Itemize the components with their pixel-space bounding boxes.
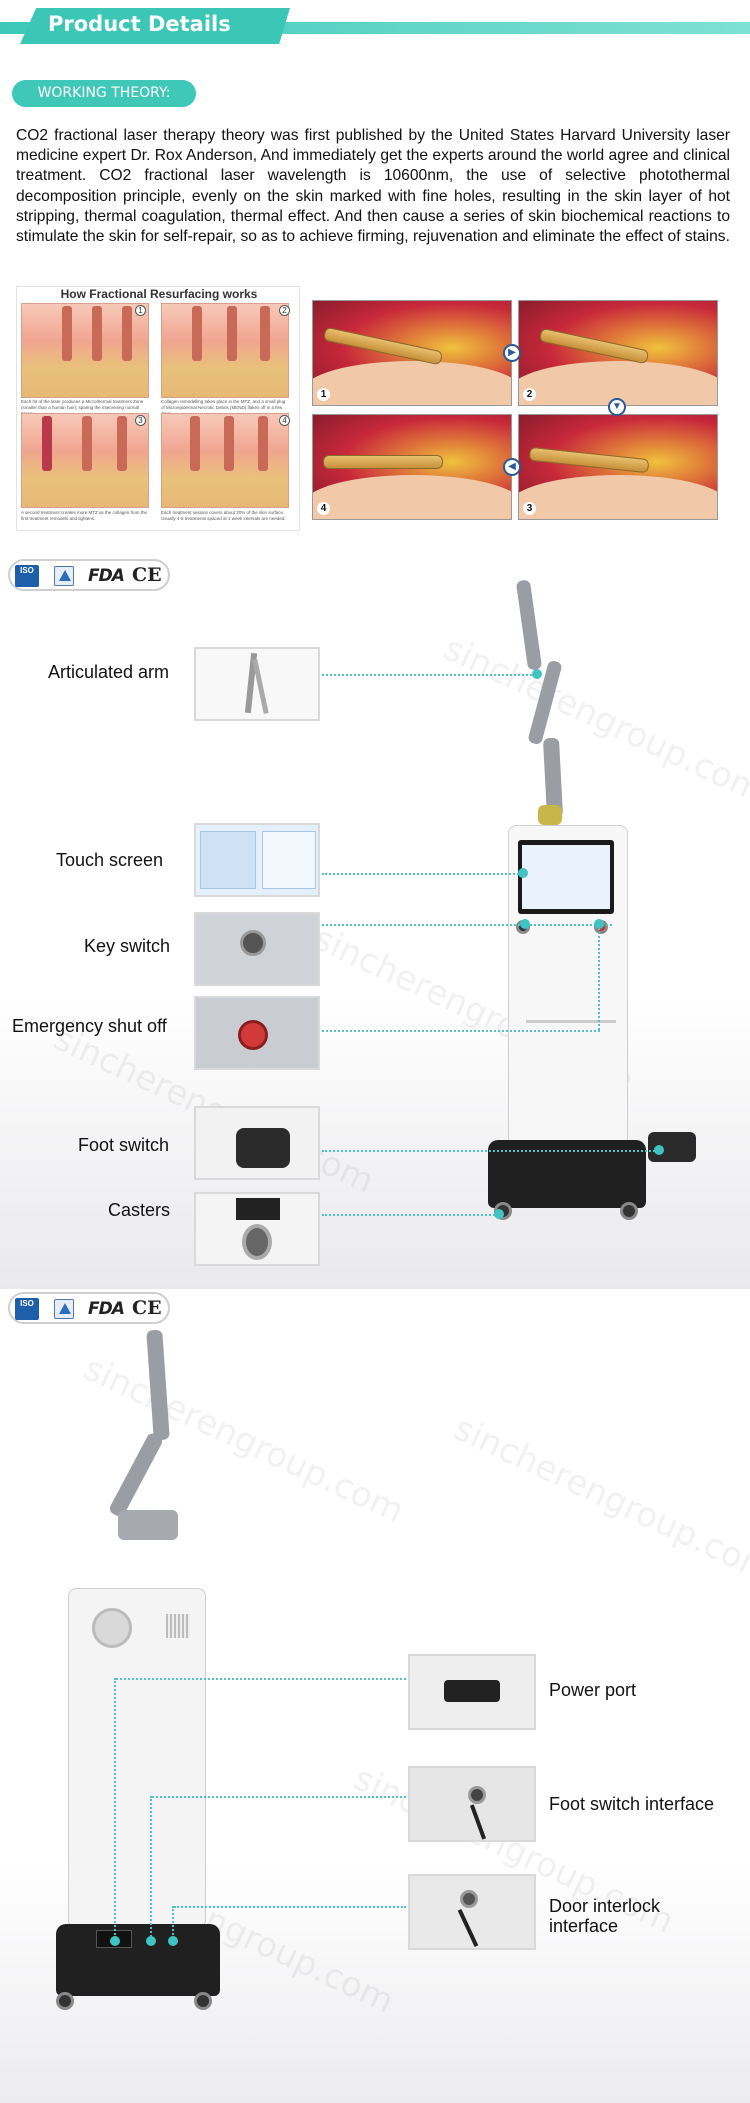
door-interlock-interface-thumbnail bbox=[408, 1874, 536, 1950]
skin-layer-step-3 bbox=[21, 413, 149, 508]
arrow-left-icon: ◀ bbox=[503, 458, 521, 476]
callout-point bbox=[146, 1936, 156, 1946]
panel-number: 1 bbox=[317, 388, 330, 401]
skin-layer-step-2 bbox=[161, 303, 289, 398]
callout-line bbox=[322, 924, 612, 926]
fda-logo: FDA bbox=[88, 1299, 125, 1319]
caster-wheel bbox=[56, 1992, 74, 2010]
warning-mark-icon bbox=[54, 1299, 74, 1319]
callout-point bbox=[532, 669, 542, 679]
procedure-panel: 2 bbox=[518, 300, 718, 406]
working-theory-text: CO2 fractional laser therapy theory was … bbox=[16, 127, 730, 246]
callout-point bbox=[168, 1936, 178, 1946]
callout-line bbox=[114, 1678, 116, 1938]
warning-mark-icon bbox=[54, 566, 74, 586]
key-switch-thumbnail bbox=[194, 912, 320, 986]
caster-wheel bbox=[620, 1202, 638, 1220]
panel-seam bbox=[526, 1020, 616, 1023]
foot-switch-thumbnail bbox=[194, 1106, 320, 1180]
callout-line bbox=[322, 1030, 600, 1032]
callout-point bbox=[110, 1936, 120, 1946]
step-number: 1 bbox=[135, 305, 146, 316]
callout-line bbox=[322, 1214, 498, 1216]
ce-mark: CE bbox=[132, 564, 162, 586]
callout-point bbox=[494, 1209, 504, 1219]
skin-layer-step-4 bbox=[161, 413, 289, 508]
step-caption: Each treatment session covers about 20% … bbox=[161, 510, 286, 521]
arrow-right-icon: ▶ bbox=[503, 344, 521, 362]
step-number: 2 bbox=[279, 305, 290, 316]
skin-layer-step-1 bbox=[21, 303, 149, 398]
part-label-foot-switch-interface: Foot switch interface bbox=[549, 1794, 715, 1814]
power-port-thumbnail bbox=[408, 1654, 536, 1730]
iso-badge-icon: ISO bbox=[15, 1298, 39, 1320]
screen-ui bbox=[522, 845, 610, 909]
part-label-power-port: Power port bbox=[549, 1680, 637, 1700]
procedure-panel: 1 bbox=[312, 300, 512, 406]
step-number: 4 bbox=[279, 415, 290, 426]
callout-line bbox=[174, 1906, 406, 1908]
arrow-down-icon: ▼ bbox=[608, 398, 626, 416]
procedure-panel: 3 bbox=[518, 414, 718, 520]
fda-logo: FDA bbox=[88, 566, 125, 586]
certification-badges: ISO FDA CE bbox=[8, 1292, 170, 1324]
part-label-emergency-shut-off: Emergency shut off bbox=[12, 1016, 167, 1036]
callout-line bbox=[116, 1678, 406, 1680]
procedure-panel: 4 bbox=[312, 414, 512, 520]
callout-line bbox=[322, 1150, 658, 1152]
ce-mark: CE bbox=[132, 1297, 162, 1319]
callout-line bbox=[322, 674, 536, 676]
fractional-resurfacing-diagram: How Fractional Resurfacing works 1 Each … bbox=[16, 286, 300, 531]
part-label-key-switch: Key switch bbox=[84, 936, 171, 956]
articulated-arm-thumbnail bbox=[194, 647, 320, 721]
emergency-shut-off-thumbnail bbox=[194, 996, 320, 1070]
page-title: Product Details bbox=[48, 12, 231, 36]
callout-line bbox=[150, 1796, 152, 1940]
panel-number: 2 bbox=[523, 388, 536, 401]
panel-number: 4 bbox=[317, 502, 330, 515]
callout-point bbox=[654, 1145, 664, 1155]
certification-badges: ISO FDA CE bbox=[8, 559, 170, 591]
callout-line bbox=[598, 924, 600, 1030]
machine-base bbox=[56, 1924, 220, 1996]
part-label-door-interlock-interface: Door interlock interface bbox=[549, 1896, 661, 1936]
caster-wheel bbox=[194, 1992, 212, 2010]
part-label-touch-screen: Touch screen bbox=[56, 850, 164, 870]
working-theory-badge: WORKING THEORY: bbox=[12, 80, 196, 107]
vent-grille bbox=[166, 1614, 190, 1638]
step-number: 3 bbox=[135, 415, 146, 426]
iso-badge-icon: ISO bbox=[15, 565, 39, 587]
fan-vent bbox=[92, 1608, 132, 1648]
callout-line bbox=[322, 873, 522, 875]
machine-back-body bbox=[68, 1588, 206, 1928]
casters-thumbnail bbox=[194, 1192, 320, 1266]
part-label-casters: Casters bbox=[108, 1200, 171, 1220]
arm-joint bbox=[538, 805, 562, 825]
callout-line bbox=[172, 1906, 174, 1942]
treatment-procedure-illustration: 1 2 4 3 ▶ ▼ ◀ bbox=[312, 300, 750, 526]
callout-point bbox=[520, 919, 530, 929]
diagram-title: How Fractional Resurfacing works bbox=[60, 287, 258, 301]
arm-joint bbox=[118, 1510, 178, 1540]
part-label-foot-switch: Foot switch bbox=[78, 1135, 170, 1155]
part-label-articulated-arm: Articulated arm bbox=[48, 662, 170, 682]
panel-number: 3 bbox=[523, 502, 536, 515]
header-tab bbox=[20, 8, 290, 44]
step-caption: A second treatment creates more MTZ as t… bbox=[21, 510, 148, 521]
touch-screen-thumbnail bbox=[194, 823, 320, 897]
callout-point bbox=[518, 868, 528, 878]
foot-switch-interface-thumbnail bbox=[408, 1766, 536, 1842]
callout-line bbox=[152, 1796, 406, 1798]
